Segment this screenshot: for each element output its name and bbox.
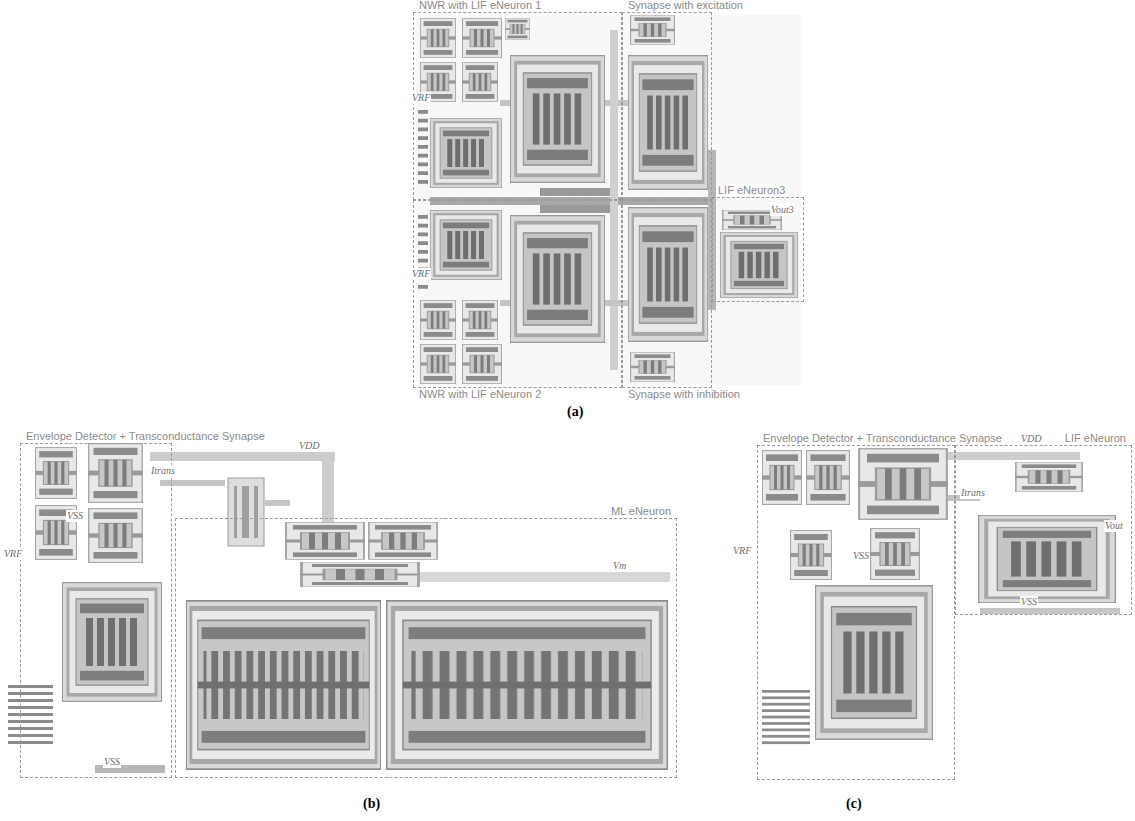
block-title: LIF eNeuron3: [716, 184, 787, 197]
dashed-block: Synapse with inhibition: [622, 200, 712, 388]
dashed-block: NWR with LIF eNeuron 1: [413, 12, 622, 200]
block-title: NWR with LIF eNeuron 1: [417, 0, 543, 12]
signal-name: Itrans: [960, 487, 986, 499]
signal-name: VDD: [1020, 433, 1043, 445]
panel-label: (b): [362, 796, 381, 812]
block-title: NWR with LIF eNeuron 2: [417, 388, 543, 401]
panel-label: (a): [566, 404, 584, 420]
block-title: Synapse with inhibition: [626, 388, 742, 401]
signal-name: VDD: [298, 440, 321, 452]
signal-name: VRF: [411, 268, 431, 280]
signal-name: Vm: [612, 560, 627, 572]
dashed-block: Envelope Detector + Transconductance Syn…: [757, 445, 955, 780]
dashed-block: Synapse with excitation: [622, 12, 712, 200]
signal-name: VSS: [103, 756, 121, 768]
signal-name: VSS: [1020, 596, 1038, 608]
signal-name: Vout: [1104, 520, 1124, 532]
block-title: Envelope Detector + Transconductance Syn…: [761, 432, 1004, 445]
block-title: Envelope Detector + Transconductance Syn…: [24, 430, 267, 443]
panel-label: (c): [845, 796, 863, 812]
dashed-block: NWR with LIF eNeuron 2: [413, 200, 622, 388]
signal-name: VSS: [66, 510, 84, 522]
signal-name: VSS: [852, 550, 870, 562]
dashed-block: ML eNeuron: [175, 518, 677, 778]
signal-name: VRF: [732, 545, 752, 557]
signal-name: Itrans: [150, 465, 176, 477]
signal-name: Vout3: [770, 204, 795, 216]
block-title: Synapse with excitation: [626, 0, 745, 12]
block-title: LIF eNeuron: [1063, 432, 1128, 445]
dashed-block: Envelope Detector + Transconductance Syn…: [20, 443, 172, 778]
block-title: ML eNeuron: [609, 505, 673, 518]
signal-name: VRF: [411, 92, 431, 104]
signal-name: VRF: [3, 548, 23, 560]
